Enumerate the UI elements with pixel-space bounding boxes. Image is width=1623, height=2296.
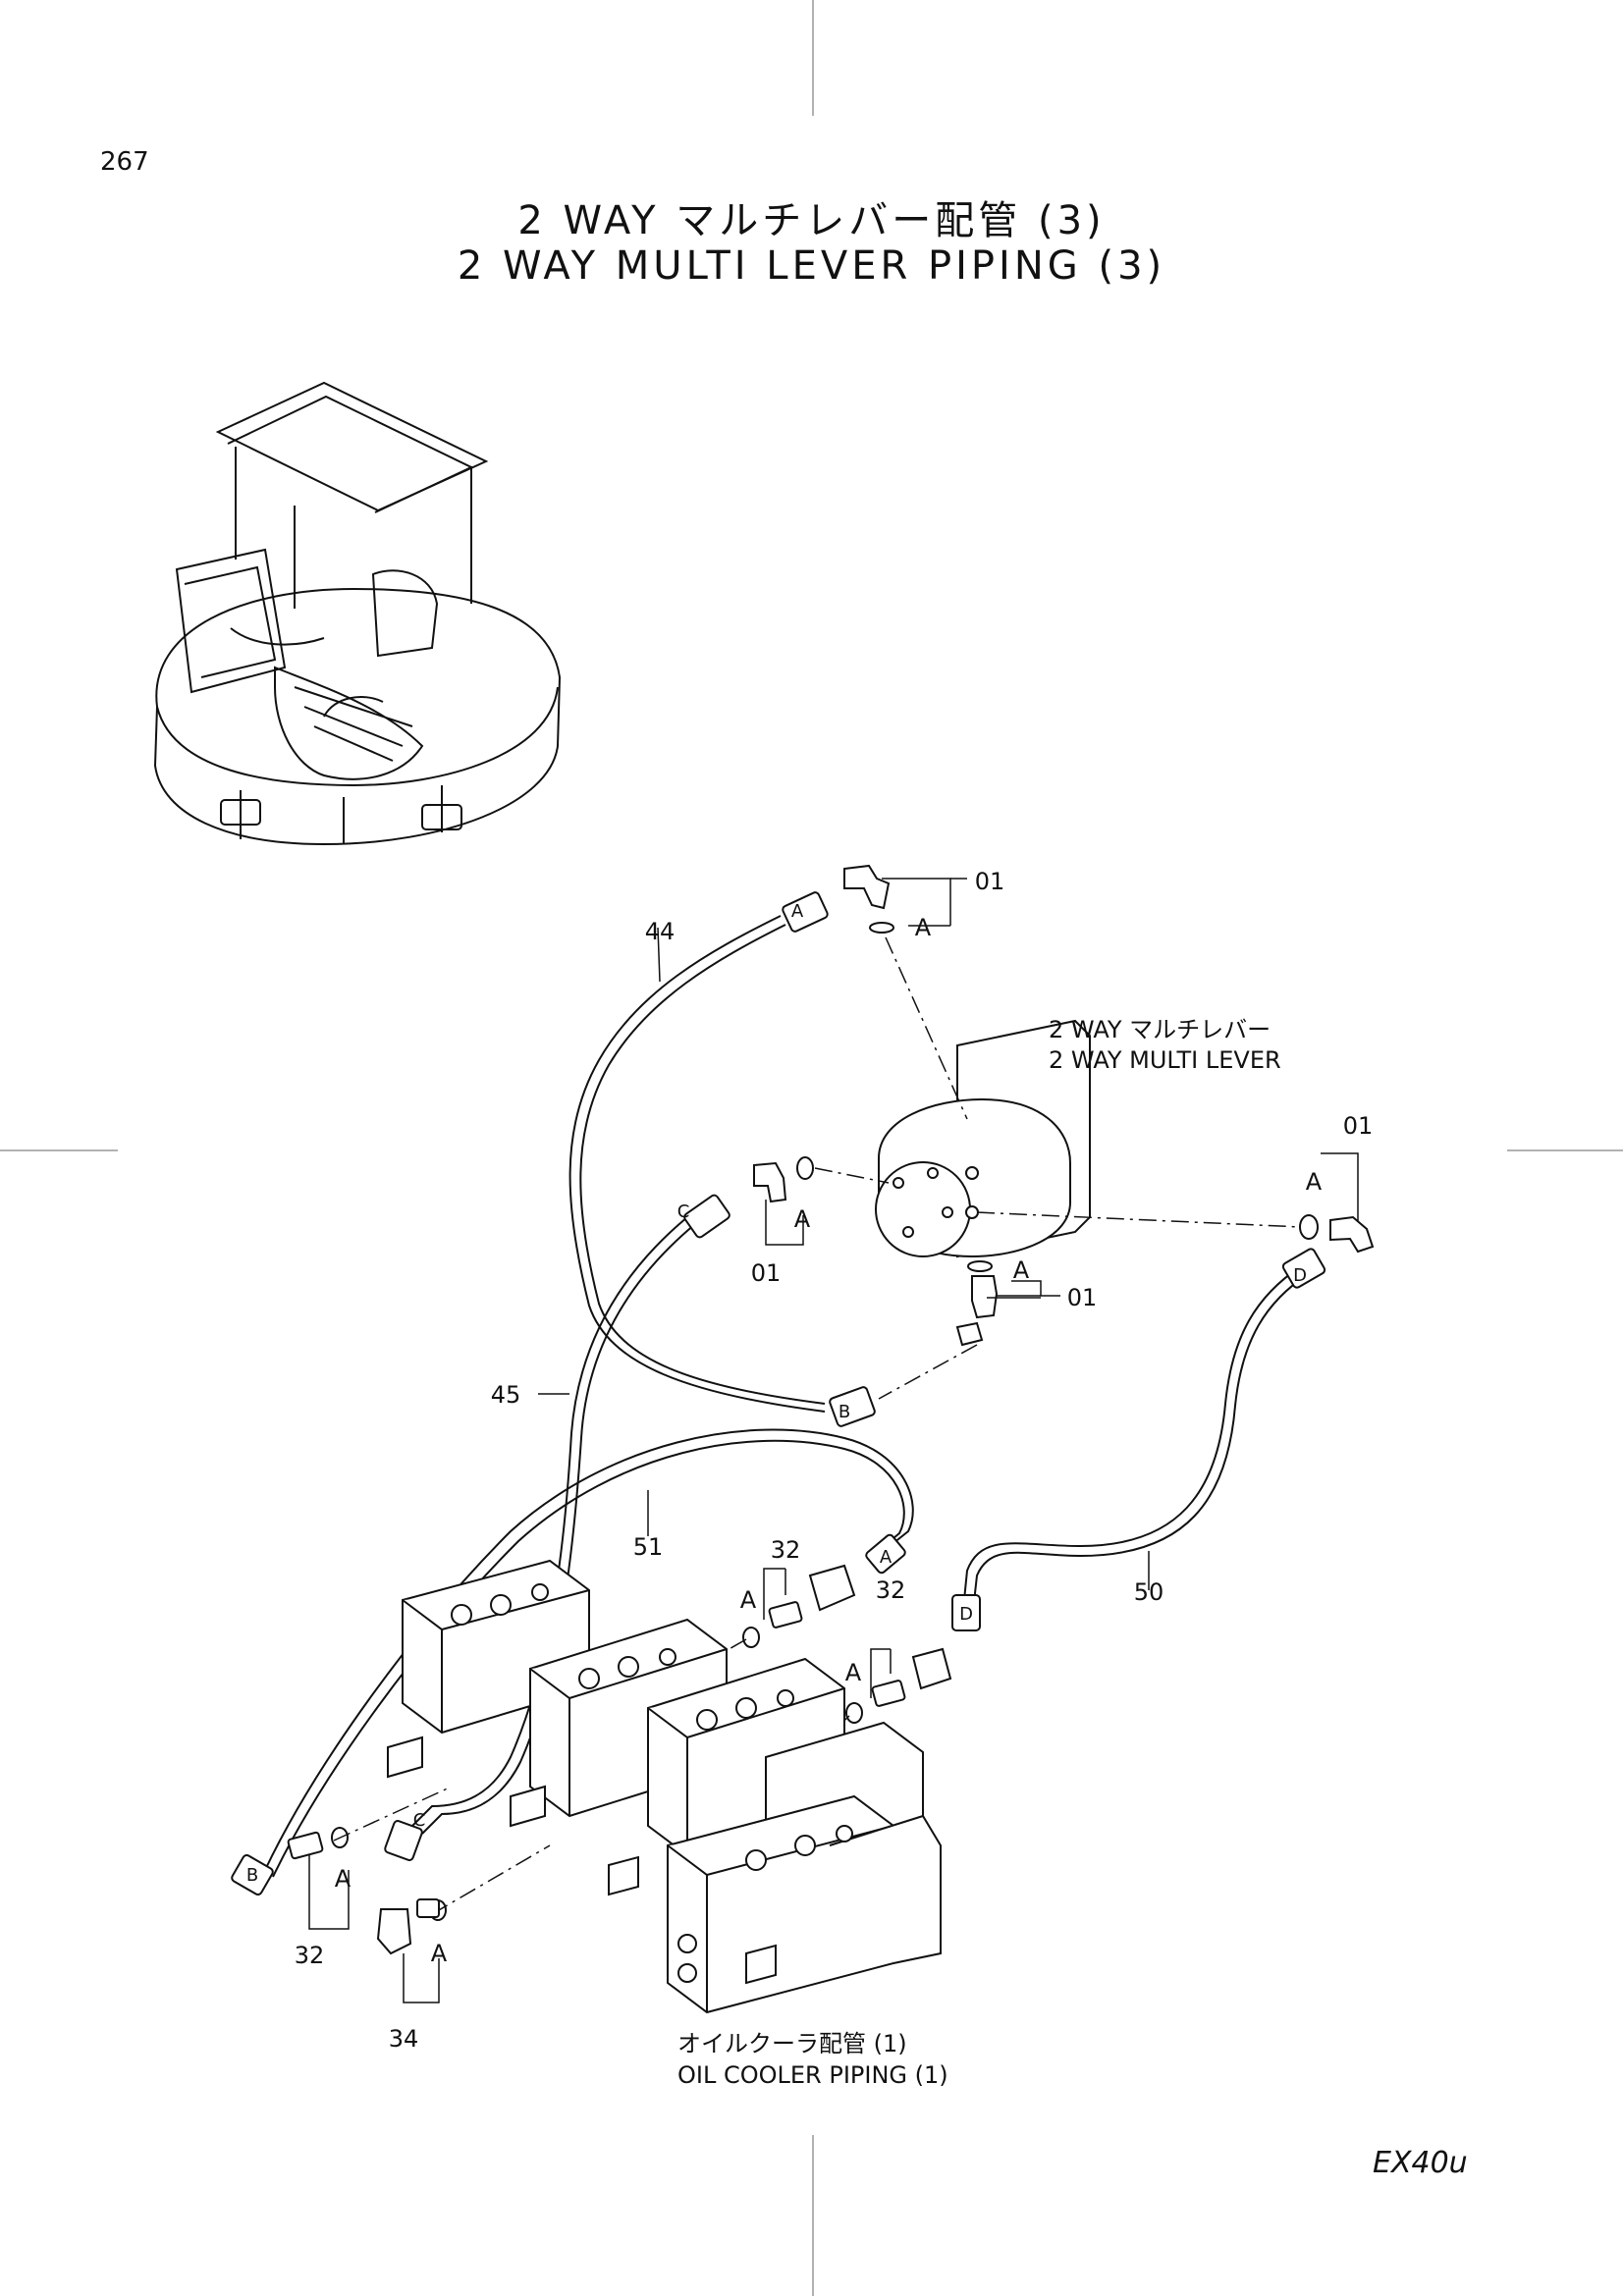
- page-title-english: 2 WAY MULTI LEVER PIPING (3): [457, 243, 1166, 289]
- part-label-32-low: 32: [295, 1942, 325, 1969]
- callout-oil-cooler-japanese: オイルクーラ配管 (1): [677, 2030, 907, 2057]
- callout-multi-lever-english: 2 WAY MULTI LEVER: [1049, 1046, 1281, 1074]
- connection-label-a-top: A: [791, 901, 804, 922]
- connection-label-d-upper: D: [1293, 1265, 1307, 1286]
- elbow-fittings-01: [753, 864, 1375, 1347]
- connection-label-c-upper: C: [677, 1201, 690, 1222]
- o-ring-label-top: A: [915, 914, 932, 941]
- o-ring-label-left: A: [794, 1205, 811, 1233]
- model-name: EX40u: [1373, 2146, 1468, 2180]
- connection-letters: A C B D D A B C: [246, 901, 1307, 1886]
- o-ring-label-32-mid: A: [845, 1659, 862, 1686]
- o-ring-label-mid: A: [1013, 1256, 1030, 1284]
- callout-texts: 2 WAY マルチレバー 2 WAY MULTI LEVER オイルクーラ配管 …: [677, 1016, 1281, 2089]
- adapter-fittings-32-34: [287, 1564, 952, 1955]
- part-label-34: 34: [389, 2025, 419, 2053]
- part-label-01-right: 01: [1343, 1112, 1374, 1140]
- page-title-japanese: 2 WAY マルチレバー配管 (3): [517, 198, 1106, 243]
- part-label-32-mid: 32: [876, 1576, 906, 1604]
- o-ring-label-32-low: A: [335, 1865, 352, 1893]
- o-ring-label-34: A: [431, 1940, 448, 1967]
- leader-lines: [308, 878, 1359, 2003]
- part-label-01-top: 01: [975, 868, 1005, 895]
- excavator-overview-illustration: [153, 381, 562, 846]
- part-label-50: 50: [1134, 1578, 1164, 1606]
- part-label-44: 44: [645, 918, 676, 945]
- page-number: 267: [100, 147, 149, 177]
- connection-label-b-lower: B: [246, 1865, 258, 1886]
- callout-multi-lever-japanese: 2 WAY マルチレバー: [1049, 1016, 1271, 1043]
- part-label-01-left: 01: [751, 1259, 782, 1287]
- connection-label-a-lower: A: [880, 1547, 893, 1568]
- hose-fittings: [231, 891, 1326, 1896]
- connection-label-b-upper: B: [839, 1402, 850, 1422]
- connection-label-c-lower: C: [413, 1810, 426, 1831]
- part-label-45: 45: [491, 1381, 521, 1409]
- hose-50: [961, 1265, 1309, 1621]
- part-number-labels: 01 01 01 01 44 45 51 50 32 32 32 34: [295, 868, 1374, 2053]
- o-ring-label-32-upper: A: [740, 1586, 757, 1614]
- control-valve-block: [387, 1559, 942, 2014]
- o-ring-label-right: A: [1306, 1168, 1323, 1196]
- hose-51: [264, 1428, 914, 1878]
- o-ring-reference-labels: A A A A A A A A: [335, 914, 1323, 1967]
- callout-oil-cooler-english: OIL COOLER PIPING (1): [677, 2061, 948, 2089]
- multi-lever-unit: [875, 1019, 1091, 1258]
- part-label-51: 51: [633, 1533, 664, 1561]
- hose-45: [411, 1216, 696, 1835]
- connection-label-d-lower: D: [959, 1604, 973, 1625]
- hose-44: [568, 915, 826, 1413]
- part-label-01-mid: 01: [1067, 1284, 1098, 1311]
- part-label-32-upper: 32: [771, 1536, 801, 1564]
